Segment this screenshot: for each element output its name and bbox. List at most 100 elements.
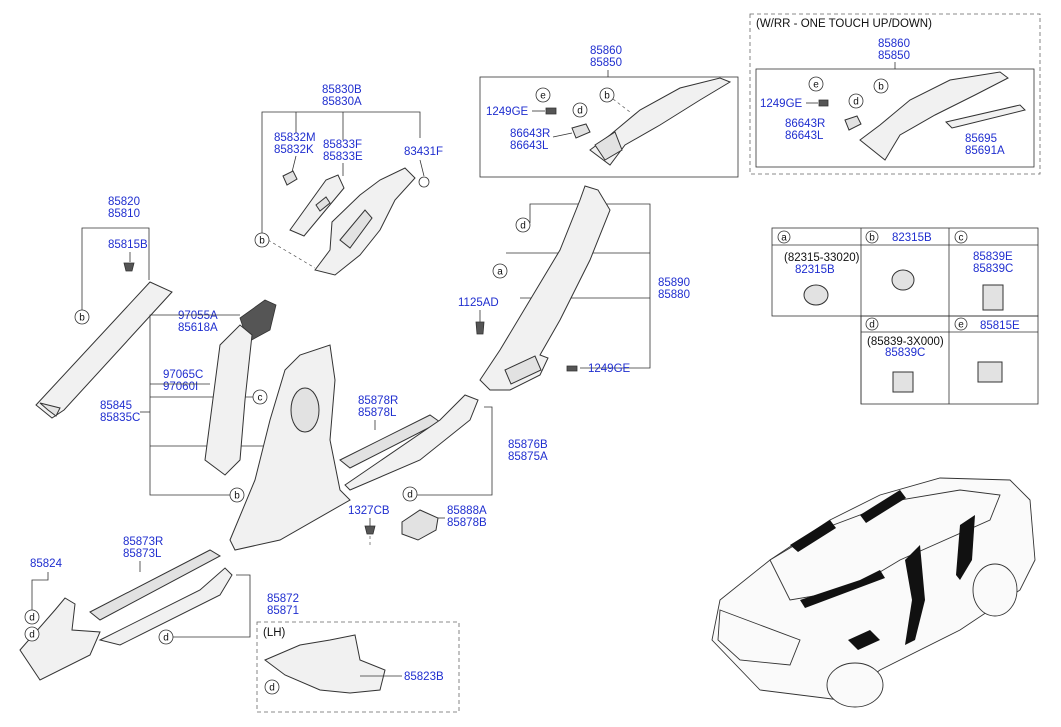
- bolt-1125AD: [475, 321, 485, 335]
- svg-text:d: d: [577, 106, 583, 117]
- label-85823B[interactable]: 85823B: [404, 671, 444, 683]
- svg-text:a: a: [497, 267, 503, 278]
- label-86643L-wrr[interactable]: 86643L: [785, 130, 824, 142]
- callout-b: [254, 232, 270, 248]
- car-illustration: [711, 477, 1036, 708]
- label-85888A[interactable]: 85888A: [447, 505, 487, 517]
- legend-c-part2[interactable]: 85839C: [973, 263, 1013, 275]
- front-sill-group: 85873R 85873L 85872 85871 d 85824 d d: [19, 536, 299, 681]
- label-1249GE[interactable]: 1249GE: [486, 106, 529, 118]
- label-85873R[interactable]: 85873R: [123, 536, 163, 548]
- clip-83431F: [418, 176, 430, 188]
- callout-b: [599, 87, 615, 103]
- label-85850-wrr[interactable]: 85850: [878, 50, 910, 62]
- a-pillar-group: 85820 85810 85815B b: [35, 196, 173, 419]
- label-86643R[interactable]: 86643R: [510, 128, 550, 140]
- label-85878L[interactable]: 85878L: [358, 407, 397, 419]
- label-85618A[interactable]: 85618A: [178, 322, 218, 334]
- label-97055A[interactable]: 97055A: [178, 310, 218, 322]
- label-83431F[interactable]: 83431F: [404, 146, 443, 158]
- label-85875A[interactable]: 85875A: [508, 451, 548, 463]
- svg-text:e: e: [540, 91, 546, 102]
- label-85860-wrr[interactable]: 85860: [878, 38, 910, 50]
- callout-b: [74, 309, 90, 325]
- label-85880[interactable]: 85880: [658, 289, 690, 301]
- svg-text:d: d: [407, 490, 413, 501]
- clip-d-icon: [892, 371, 914, 393]
- wrr-box-group: (W/RR - ONE TOUCH UP/DOWN) 85860 85850 1…: [749, 13, 1041, 175]
- svg-text:b: b: [259, 236, 265, 247]
- label-1327CB[interactable]: 1327CB: [348, 505, 390, 517]
- callout-b: [229, 487, 245, 503]
- label-85824[interactable]: 85824: [30, 558, 63, 570]
- legend-a-code: (82315-33020): [784, 252, 860, 264]
- callout-d: [572, 102, 588, 118]
- label-85830A[interactable]: 85830A: [322, 96, 362, 108]
- callout-b: [873, 78, 889, 94]
- svg-text:b: b: [878, 82, 884, 93]
- label-1125AD[interactable]: 1125AD: [458, 297, 499, 309]
- label-85833E[interactable]: 85833E: [323, 151, 363, 163]
- trim-85695: [945, 104, 1026, 129]
- label-85815B[interactable]: 85815B: [108, 239, 148, 251]
- svg-text:c: c: [959, 233, 964, 244]
- wrr-title: (W/RR - ONE TOUCH UP/DOWN): [756, 18, 932, 30]
- svg-text:d: d: [29, 613, 35, 624]
- label-97060I[interactable]: 97060I: [163, 381, 198, 393]
- label-85873L[interactable]: 85873L: [123, 548, 162, 560]
- label-97065C[interactable]: 97065C: [163, 369, 203, 381]
- clip-e-icon: [977, 361, 1003, 383]
- legend-callout-a: [777, 230, 791, 244]
- label-85833F[interactable]: 85833F: [323, 139, 362, 151]
- label-1249GE-wrr[interactable]: 1249GE: [760, 98, 803, 110]
- label-85835C[interactable]: 85835C: [100, 412, 140, 424]
- svg-text:d: d: [520, 221, 526, 232]
- label-85830B[interactable]: 85830B: [322, 84, 362, 96]
- legend-b-part[interactable]: 82315B: [892, 232, 932, 244]
- legend-a-part[interactable]: 82315B: [795, 264, 835, 276]
- label-85878B[interactable]: 85878B: [447, 517, 487, 529]
- label-85820[interactable]: 85820: [108, 196, 140, 208]
- label-85876B[interactable]: 85876B: [508, 439, 548, 451]
- trim-85890: [479, 185, 611, 391]
- label-85871[interactable]: 85871: [267, 605, 299, 617]
- nut-1327CB: [364, 525, 376, 535]
- callout-d: [402, 486, 418, 502]
- label-85695[interactable]: 85695: [965, 133, 997, 145]
- callout-e: [535, 87, 551, 103]
- callout-d: [515, 217, 531, 233]
- callout-c: [252, 389, 268, 405]
- label-85832K[interactable]: 85832K: [274, 144, 314, 156]
- label-85872[interactable]: 85872: [267, 593, 299, 605]
- lh-box-group: (LH) 85823B d: [256, 621, 460, 713]
- svg-text:b: b: [869, 233, 875, 244]
- label-85832M[interactable]: 85832M: [274, 132, 316, 144]
- label-1249GE-pillar[interactable]: 1249GE: [588, 363, 631, 375]
- svg-text:b: b: [79, 313, 85, 324]
- legend-e-part[interactable]: 85815E: [980, 320, 1020, 332]
- part-85823B: [264, 634, 386, 694]
- svg-text:d: d: [853, 97, 859, 108]
- clip-85832: [282, 170, 298, 186]
- label-85860[interactable]: 85860: [590, 45, 622, 57]
- legend-c-part1[interactable]: 85839E: [973, 251, 1013, 263]
- svg-text:d: d: [163, 633, 169, 644]
- callout-d: [24, 609, 40, 625]
- clip-b-icon: [891, 269, 915, 291]
- callout-d: [848, 93, 864, 109]
- label-85890[interactable]: 85890: [658, 277, 690, 289]
- label-85845[interactable]: 85845: [100, 400, 132, 412]
- label-85691A[interactable]: 85691A: [965, 145, 1005, 157]
- svg-text:c: c: [258, 393, 263, 404]
- legend-d-part[interactable]: 85839C: [885, 347, 925, 359]
- scuff-85873: [89, 549, 222, 621]
- wrr-box: [749, 13, 1041, 175]
- clip-legend-table: a b c 82315B (82315-33020) 82315B 85839E…: [771, 227, 1039, 405]
- label-85810[interactable]: 85810: [108, 208, 140, 220]
- clip-c-icon: [982, 284, 1004, 311]
- label-85850[interactable]: 85850: [590, 57, 622, 69]
- label-85878R[interactable]: 85878R: [358, 395, 398, 407]
- label-86643R-wrr[interactable]: 86643R: [785, 118, 825, 130]
- legend-callout-b: [865, 230, 879, 244]
- label-86643L[interactable]: 86643L: [510, 140, 549, 152]
